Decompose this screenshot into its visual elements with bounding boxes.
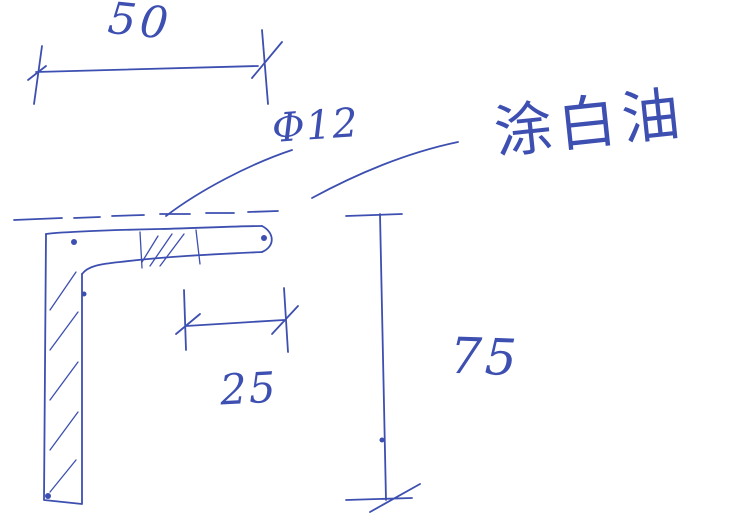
top-surface-dashed-line xyxy=(13,210,279,221)
l-bracket xyxy=(43,225,273,505)
dimension-label-height: 75 xyxy=(449,326,521,388)
dimension-inner-length xyxy=(175,287,299,353)
dimension-label-inner-length: 25 xyxy=(218,362,279,415)
note-leader-line xyxy=(311,141,459,199)
dimension-top-width xyxy=(27,29,283,105)
dimension-height xyxy=(345,213,421,513)
dimension-label-top-width: 50 xyxy=(105,0,175,51)
dimension-label-hole-diameter: Φ12 xyxy=(270,100,361,152)
hole-leader-line xyxy=(165,149,293,217)
